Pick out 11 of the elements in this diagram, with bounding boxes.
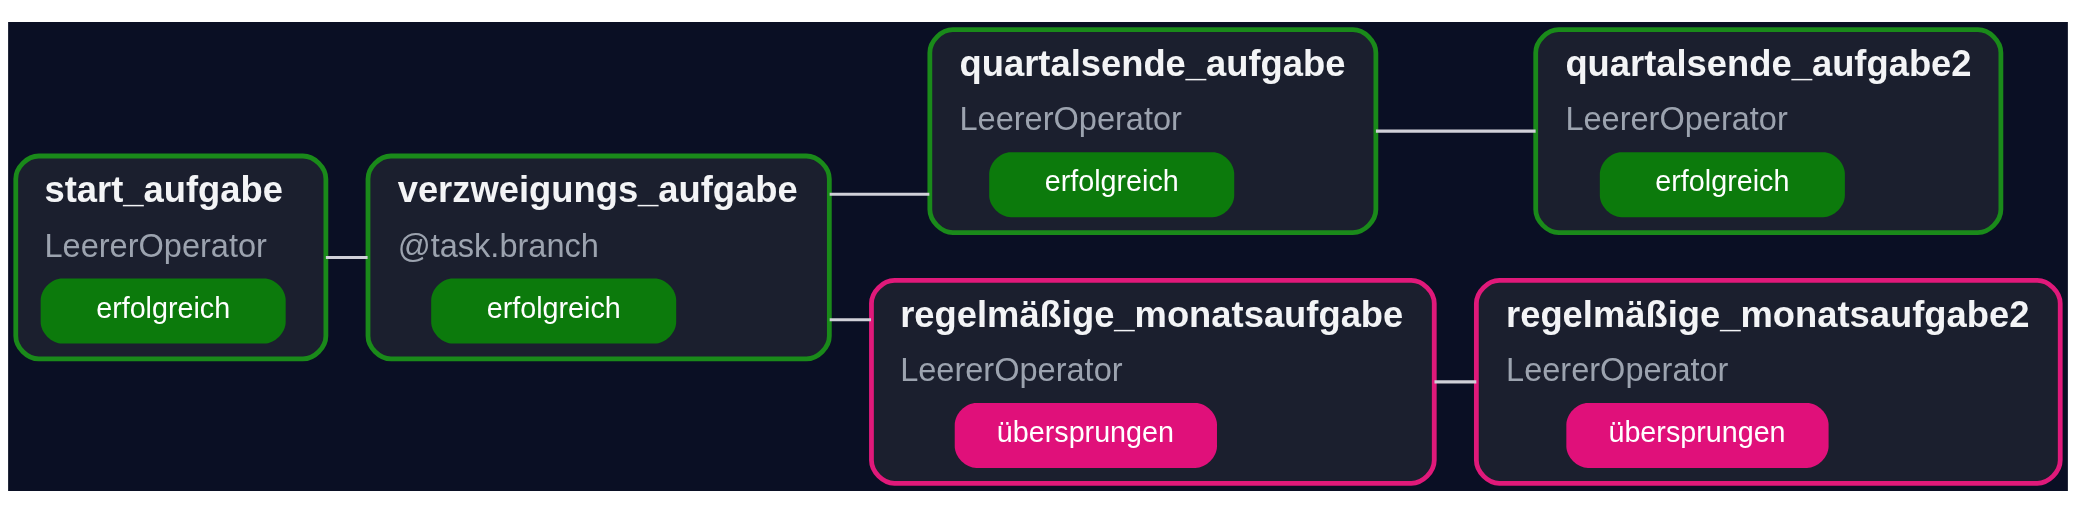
connector [829,192,930,196]
node-box: regelmäßige_monatsaufgabe LeererOperator übersprungen [869,277,1437,486]
node-box: start_aufgabe LeererOperator erfolgreich [13,153,329,361]
node-box: quartalsende_aufgabe2 LeererOperator erfolgreich [1533,26,2004,235]
connector [829,317,871,321]
connector [1434,379,1477,383]
connector [325,255,368,259]
node-box: regelmäßige_monatsaufgabe2 LeererOperator übersprungen [1473,277,2063,486]
node-box: quartalsende_aufgabe LeererOperator erfolgreich [927,26,1379,235]
node-box: verzweigungs_aufgabe @task.branch erfolgreich [365,153,832,361]
connector [1375,129,1536,133]
